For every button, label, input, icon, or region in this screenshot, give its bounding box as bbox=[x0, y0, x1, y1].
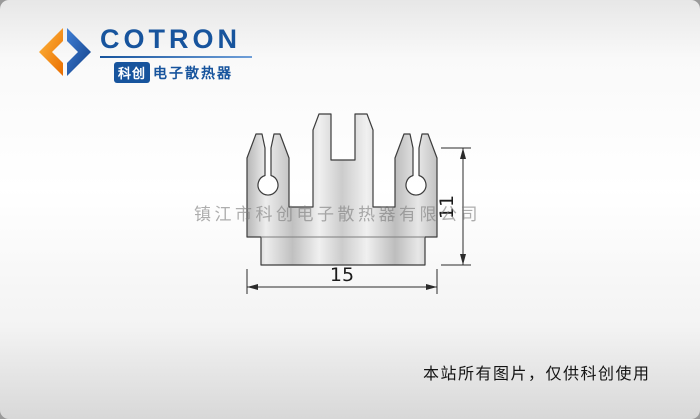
watermark-text: 镇江市科创电子散热器有限公司 bbox=[194, 205, 481, 224]
brand-subtitle-text: 电子散热器 bbox=[153, 64, 234, 81]
logo-text: COTRON 科创 电子散热器 bbox=[100, 24, 252, 83]
arrowhead-bottom bbox=[460, 254, 466, 265]
arrowhead-left bbox=[247, 284, 258, 290]
logo-mark-right-chevron bbox=[67, 28, 91, 76]
logo-mark-icon bbox=[39, 28, 91, 76]
brand-underline bbox=[100, 56, 252, 58]
footer-note: 本站所有图片，仅供科创使用 bbox=[423, 366, 651, 383]
logo-mark-left-chevron bbox=[39, 28, 63, 76]
logo: COTRON 科创 电子散热器 bbox=[36, 24, 252, 83]
brand-subtitle-tag: 科创 bbox=[114, 62, 151, 83]
dimension-height: 11 bbox=[436, 147, 471, 266]
arrowhead-top bbox=[460, 148, 466, 159]
dimension-width-label: 15 bbox=[330, 264, 354, 286]
heatsink-profile bbox=[246, 113, 438, 266]
dimension-width: 15 bbox=[246, 264, 438, 294]
brand-subtitle: 科创 电子散热器 bbox=[114, 62, 252, 83]
arrowhead-right bbox=[426, 284, 437, 290]
brand-name: COTRON bbox=[100, 24, 241, 54]
dimension-height-label: 11 bbox=[436, 195, 458, 219]
